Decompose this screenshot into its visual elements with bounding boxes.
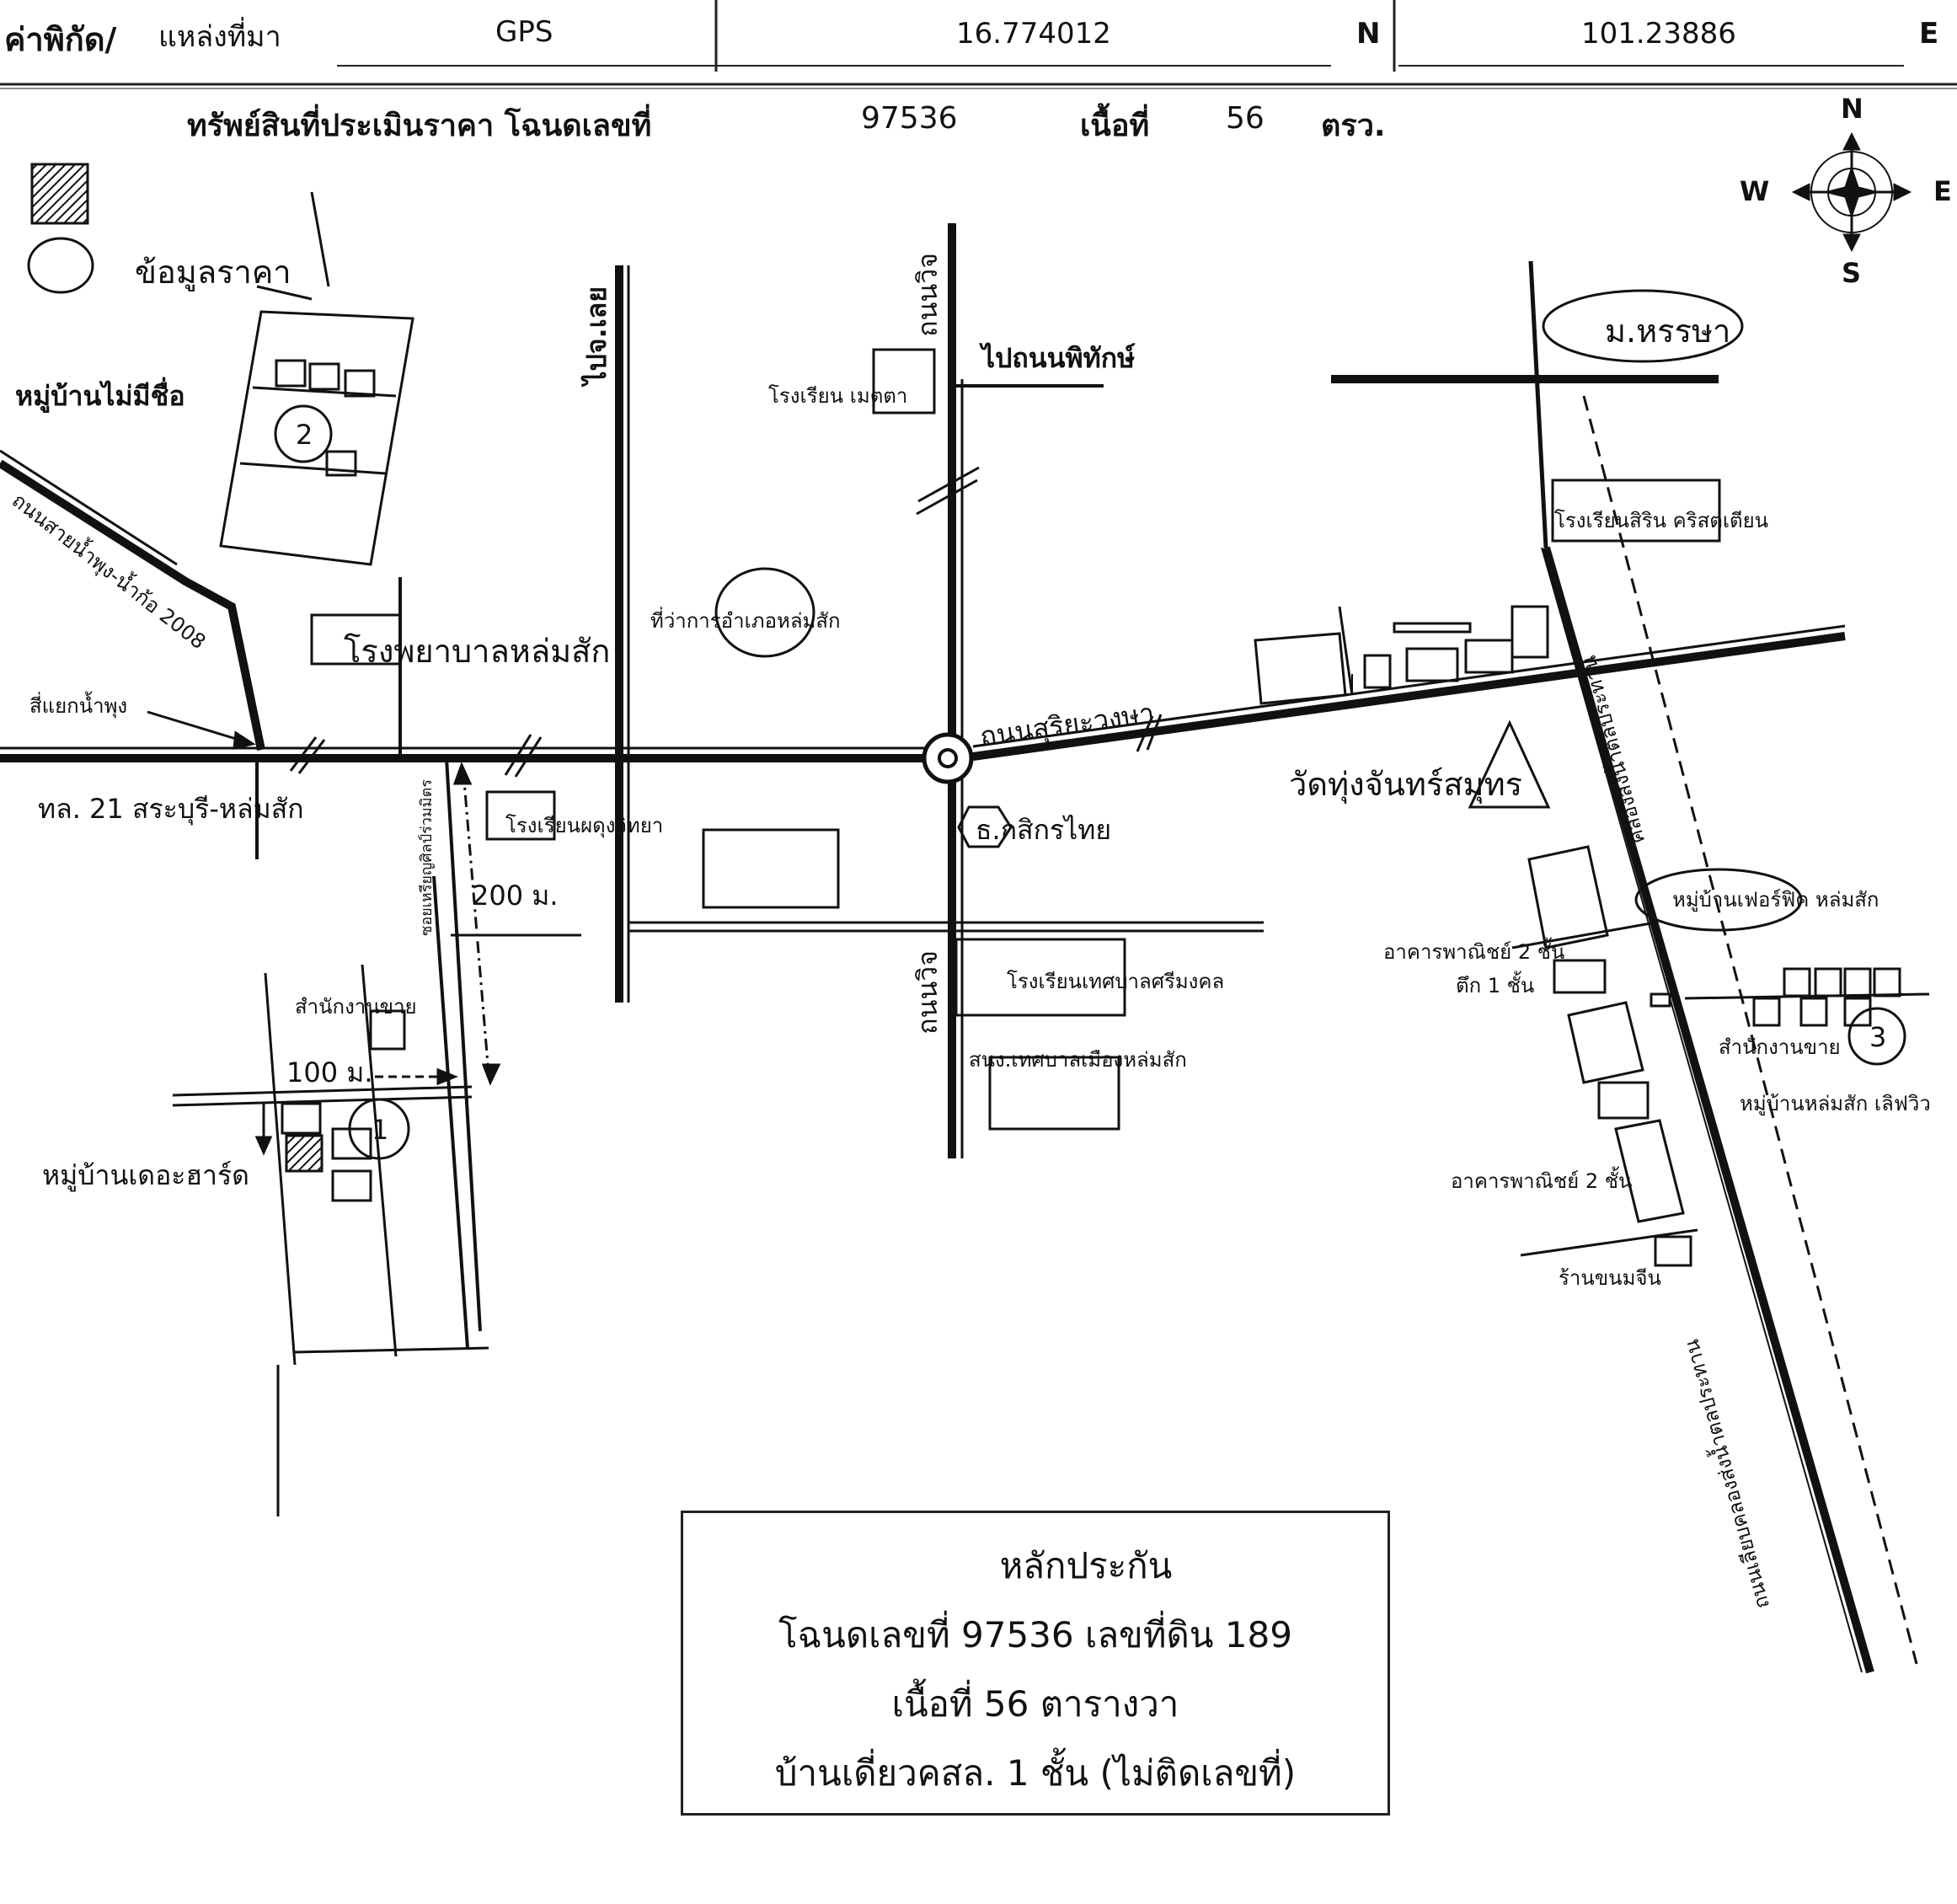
bank-icon — [957, 805, 1013, 848]
asset-label: ทรัพย์สินที่ประเมินราคา โฉนดเลขที่ — [187, 109, 652, 143]
header: ค่าพิกัด/ แหล่งที่มา GPS 16.774012 N 101… — [0, 0, 1957, 76]
roads — [0, 191, 1930, 1674]
deed-number: 97536 — [861, 101, 958, 136]
marker-2: 2 — [296, 419, 313, 451]
area-label: เนื้อที่ — [1080, 109, 1150, 143]
label-hospital: โรงพยาบาลหล่มสัก — [344, 633, 611, 670]
label-dist-100: 100 ม. — [286, 1056, 373, 1088]
distance-arrows — [147, 710, 501, 1156]
temple-icon — [1468, 719, 1551, 809]
price-key-icon — [27, 237, 94, 294]
label-village-lomsak-view: หมู่บ้านหล่มสัก เลิฟวิว — [1740, 1092, 1931, 1115]
label-hwy21: ทล. 21 สระบุรี-หล่มสัก — [38, 793, 304, 825]
legend-house-line: บ้านเดี่ยวคสล. 1 ชั้น (ไม่ติดเลขที่) — [774, 1752, 1297, 1794]
header-lines — [0, 0, 1957, 89]
buildings — [281, 348, 1901, 1267]
label-junction: สี่แยกน้ำพุง — [29, 694, 128, 718]
marker-3: 3 — [1869, 1021, 1887, 1053]
collateral-plot-icon — [285, 1134, 323, 1173]
label-dist-200: 200 ม. — [472, 880, 559, 912]
key-price-info: ข้อมูลราคา — [135, 254, 291, 291]
label-district-office: ที่ว่าการอำเภอหล่มสัก — [650, 609, 841, 633]
label-to-phitak: ไปถนนพิทักษ์ — [981, 342, 1136, 374]
price-markers — [274, 289, 1906, 1160]
collateral-legend: หลักประกัน โฉนดเลขที่ 97536 เลขที่ดิน 18… — [681, 1511, 1390, 1816]
label-wat: วัดทุ่งจันทร์สมุทร — [1289, 766, 1523, 803]
coord-label: ค่าพิกัด/ — [4, 21, 117, 58]
label-shophouse-2b: อาคารพาณิชย์ 2 ชั้น — [1451, 1169, 1633, 1193]
village-unnamed-block — [219, 310, 414, 566]
longitude-value: 101.23886 — [1581, 17, 1736, 51]
label-sales-office-2: สำนักงานขาย — [1719, 1035, 1841, 1059]
compass-w: W — [1740, 175, 1770, 207]
latitude-dir: N — [1356, 17, 1381, 51]
label-to-loei: ไปจ.เลย — [580, 286, 612, 385]
marker-1: 1 — [372, 1114, 389, 1146]
compass-n: N — [1841, 93, 1863, 125]
label-village-fourfield: หมู่บ้านเฟอร์ฟิค หล่มสัก — [1672, 888, 1879, 912]
tick-marks — [289, 466, 1163, 778]
label-kasikorn: ธ.กสิกรไทย — [976, 814, 1112, 846]
label-school-metta: โรงเรียน เมตตา — [768, 384, 908, 408]
source-label: แหล่งที่มา — [158, 20, 281, 54]
label-road-wichai-bottom: ถนนวิจ — [912, 950, 944, 1035]
label-shophouse-2: อาคารพาณิชย์ 2 ชั้น — [1383, 940, 1565, 964]
longitude-dir: E — [1919, 17, 1939, 51]
label-soi: ซอยเหรียญศิลป์ร่วมมิตร — [418, 779, 436, 936]
compass-s: S — [1842, 257, 1862, 289]
label-building-1: ตึก 1 ชั้น — [1456, 974, 1535, 997]
legend-deed-line: โฉนดเลขที่ 97536 เลขที่ดิน 189 — [778, 1614, 1292, 1655]
compass-e: E — [1933, 175, 1952, 207]
area-value: 56 — [1226, 101, 1265, 136]
label-school-phadung: โรงเรียนผดุงวิทยา — [505, 814, 664, 837]
legend-collateral: หลักประกัน — [999, 1545, 1173, 1586]
label-khanom-jeen: ร้านขนมจีน — [1559, 1266, 1661, 1290]
label-municipal-office: สนง.เทศบาลเมืองหล่มสัก — [969, 1048, 1187, 1072]
label-village-hard: หมู่บ้านเดอะฮาร์ด — [42, 1159, 249, 1191]
area-unit: ตรว. — [1321, 109, 1386, 143]
latitude-value: 16.774012 — [956, 17, 1111, 51]
label-school-sirin: โรงเรียนสิริน คริสตเตียน — [1554, 509, 1769, 532]
label-road-wichai-top: ถนนวิจ — [912, 253, 944, 337]
label-school-thesaban: โรงเรียนเทศบาลศรีมงคล — [1007, 970, 1225, 993]
compass-icon — [1791, 131, 1912, 253]
roundabout-icon — [922, 732, 974, 784]
source-value: GPS — [495, 15, 553, 49]
label-sales-office-1: สำนักงานขาย — [295, 995, 417, 1019]
label-village-unnamed: หมู่บ้านไม่มีชื่อ — [15, 380, 185, 412]
collateral-key-icon — [30, 163, 89, 225]
legend-area-line: เนื้อที่ 56 ตารางวา — [891, 1683, 1179, 1725]
label-univ: ม.หรรษา — [1605, 313, 1731, 350]
